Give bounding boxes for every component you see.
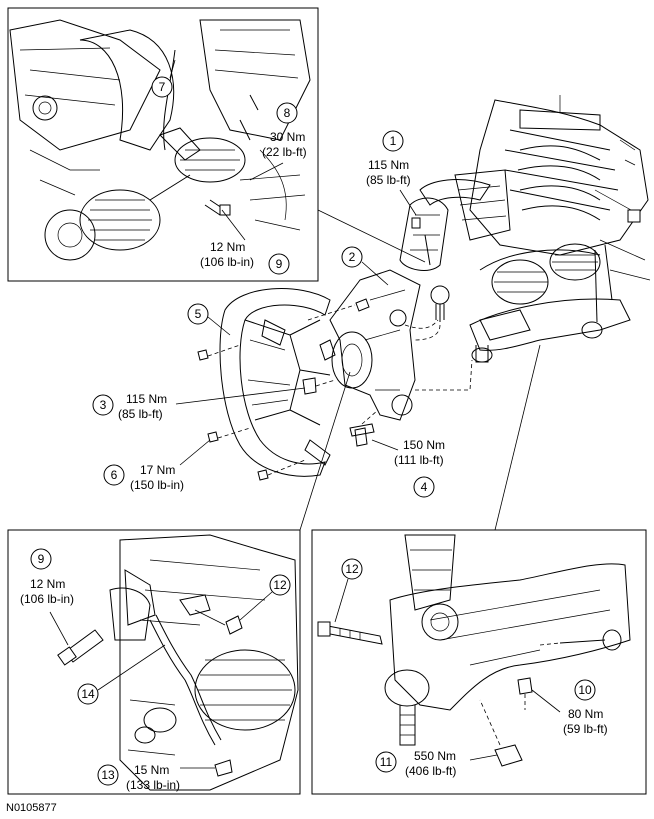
detail-panel-top-left: 7 8 30 Nm (22 lb-ft) 12 Nm (106 lb-in) 9	[7, 7, 319, 282]
callout-3-torque: 115 Nm	[126, 392, 167, 406]
callout-6-number: 6	[111, 468, 118, 482]
panel-top-left-artwork	[9, 19, 311, 261]
callout-2-number: 2	[349, 250, 356, 264]
callout-4-torque: 150 Nm	[403, 438, 445, 452]
ball-joint-stud	[414, 285, 450, 341]
panel-bottom-left-artwork	[57, 534, 299, 791]
callout-9b-circle	[30, 548, 52, 570]
callout-11-circle	[375, 751, 397, 773]
callout-7-circle	[151, 76, 173, 98]
detail-panel-bottom-right: 12 10 80 Nm (59 lb-ft) 11 550 Nm (406 lb…	[311, 529, 647, 795]
callout-3-circle	[92, 394, 114, 416]
callout-1-circle	[382, 130, 404, 152]
callout-9a-torque-alt: (106 lb-in)	[200, 255, 254, 269]
callout-1-torque: 115 Nm	[368, 158, 409, 172]
callout-9b-torque: 12 Nm	[30, 577, 65, 591]
callout-13b-circle	[97, 764, 119, 786]
callout-10-torque-alt: (59 lb-ft)	[563, 722, 608, 736]
callout-3-torque-alt: (85 lb-ft)	[118, 407, 163, 421]
callout-9a-torque: 12 Nm	[210, 240, 245, 254]
brake-splash-shield	[219, 288, 331, 477]
callout-9a-circle	[268, 253, 290, 275]
callout-5-number: 5	[195, 307, 202, 321]
callout-7-number: 7	[159, 80, 166, 94]
callout-14-circle	[77, 683, 99, 705]
callout-8-number: 8	[284, 106, 291, 120]
callout-6-circle	[103, 464, 125, 486]
callout-5-circle	[187, 303, 209, 325]
callout-9b-number: 9	[38, 552, 45, 566]
callout-10-circle	[574, 679, 596, 701]
callout-13b-torque-alt: (133 lb-in)	[126, 778, 180, 792]
callout-11-number: 11	[380, 755, 393, 769]
detail-panel-bottom-left: 9 12 Nm (106 lb-in) 12 14 13 15 Nm (133 …	[7, 529, 301, 795]
callout-9a-number: 9	[276, 257, 283, 271]
callout-11-torque: 550 Nm	[414, 749, 456, 763]
callout-4-torque-alt: (111 lb-ft)	[394, 453, 444, 467]
main-exploded-view: 1 115 Nm (85 lb-ft) 2 5 3 115 Nm (85 lb-…	[92, 95, 651, 531]
callout-9b-torque-alt: (106 lb-in)	[20, 592, 74, 606]
callout-12-circle	[341, 558, 363, 580]
callout-6-torque: 17 Nm	[140, 463, 175, 477]
upper-arm-bracket	[399, 197, 449, 271]
callout-14-number: 14	[81, 687, 95, 701]
callout-4-number: 4	[421, 480, 428, 494]
figure-id: N0105877	[6, 802, 57, 814]
callout-13a-number: 12	[273, 578, 287, 592]
callout-1-number: 1	[390, 134, 397, 148]
callout-12-number: 12	[345, 562, 359, 576]
callout-1-torque-alt: (85 lb-ft)	[366, 173, 411, 187]
callout-4-circle	[413, 476, 435, 498]
callout-13b-number: 13	[101, 768, 115, 782]
callout-10-torque: 80 Nm	[568, 707, 603, 721]
suspension-assembly-artwork	[419, 95, 651, 363]
callout-8-torque: 30 Nm	[270, 130, 305, 144]
callout-8-circle	[276, 102, 298, 124]
steering-knuckle	[319, 269, 473, 421]
callout-13b-torque: 15 Nm	[134, 763, 169, 777]
loose-bolts	[197, 298, 379, 481]
callout-3-number: 3	[100, 398, 107, 412]
callout-2-circle	[341, 246, 363, 268]
callout-11-torque-alt: (406 lb-ft)	[405, 764, 456, 778]
callout-8-torque-alt: (22 lb-ft)	[262, 145, 307, 159]
callout-10-number: 10	[578, 683, 592, 697]
callout-6-torque-alt: (150 lb-in)	[130, 478, 184, 492]
callout-13a-circle	[269, 574, 291, 596]
panel-bottom-right-artwork	[317, 534, 631, 767]
